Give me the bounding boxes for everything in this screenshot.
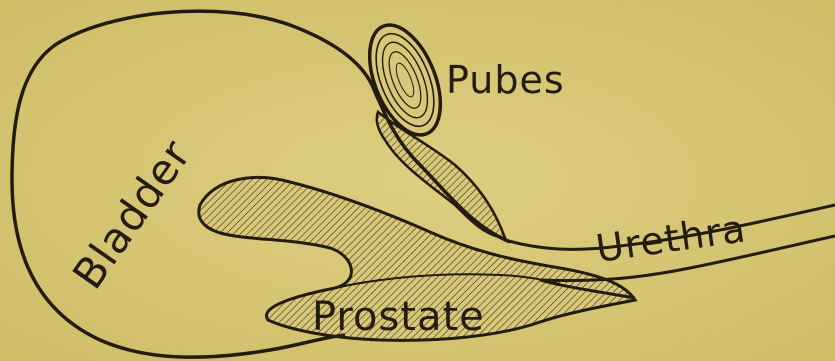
label-pubes: Pubes [446,58,565,102]
label-prostate: Prostate [312,294,485,340]
